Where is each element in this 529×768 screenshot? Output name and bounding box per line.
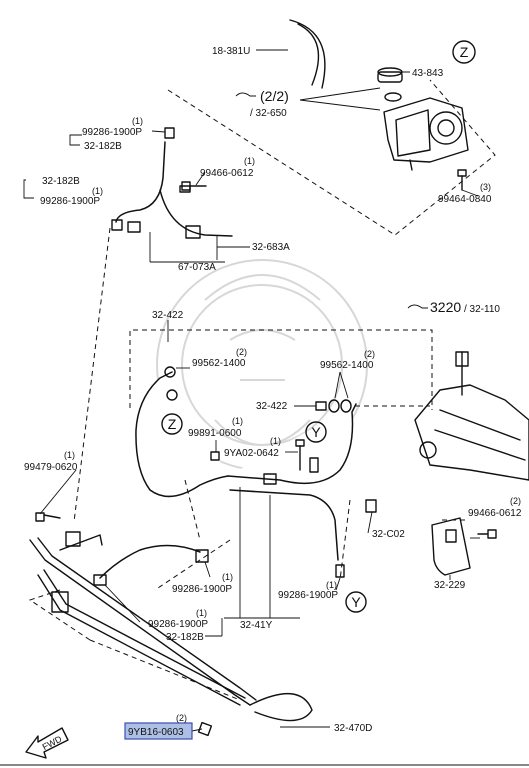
label-pump-bolt-qty: (3) [480, 182, 491, 192]
label-clamp-073a: 67-073A [178, 262, 216, 273]
pump-group-box [167, 79, 496, 236]
pump-belt [289, 19, 326, 89]
label-bolt-top-qty: (1) [244, 156, 255, 166]
pump-bolt [457, 169, 467, 191]
label-bolt-right-qty: (2) [510, 496, 521, 506]
steering-gear [414, 351, 529, 481]
label-clip-top: 99286-1900P [82, 127, 142, 138]
label-belt: 18-381U [212, 46, 250, 57]
label-washer-left: 99562-1400 [192, 358, 246, 369]
return-hose-upper [111, 127, 233, 239]
label-clip-top-ref: 32-182B [84, 141, 122, 152]
power-steering-pump [383, 97, 469, 171]
label-pump-ref: (2/2) [260, 88, 289, 104]
fwd-text: FWD [41, 733, 64, 752]
leader-lines [39, 49, 480, 732]
label-pipe-470d: 32-470D [334, 723, 372, 734]
marker-y-upper: Y [305, 421, 327, 443]
label-bolt-highlight-qty: (2) [176, 713, 187, 723]
label-clip-right: 99286-1900P [278, 590, 338, 601]
label-washer-right-qty: (2) [364, 349, 375, 359]
return-hose-main [227, 403, 357, 561]
pipe-bolt [197, 721, 213, 737]
label-nut-0600: 99891-0600 [188, 428, 242, 439]
reservoir-cap [377, 67, 403, 102]
label-bolt-0620: 99479-0620 [24, 462, 78, 473]
label-pump-bolt: 99464-0840 [438, 194, 492, 205]
label-fitting-422-top: 32-422 [152, 310, 184, 321]
label-clip-mid: 99286-1900P [172, 584, 232, 595]
highlight-box [124, 722, 193, 740]
label-bolt-highlight[interactable]: 9YB16-0603 [128, 727, 184, 738]
label-pump-ref-sub: / 32-650 [250, 108, 287, 119]
marker-z-mid-text: Z [168, 416, 177, 432]
label-clip-c02: 32-C02 [372, 529, 405, 540]
marker-y-lower-text: Y [351, 594, 361, 610]
assembly-dashed-lines [28, 227, 465, 701]
marker-y-lower: Y [345, 591, 367, 613]
fwd-arrow: FWD [25, 727, 69, 759]
label-hose-683a: 32-683A [252, 242, 290, 253]
label-gear-ref-sub: / 32-110 [464, 304, 500, 315]
gear-bracket [431, 517, 471, 576]
marker-z-top: Z [452, 40, 476, 64]
label-gear-ref-num: 3220 [430, 299, 461, 315]
label-bolt-0620-qty: (1) [64, 450, 75, 460]
label-cap: 43-843 [412, 68, 444, 79]
label-clip-mid-qty: (1) [222, 572, 233, 582]
label-pipe-41y: 32-41Y [240, 620, 273, 631]
pipe-assembly [29, 514, 313, 722]
label-ref-182b-bottom: 32-182B [166, 632, 204, 643]
pressure-hose [135, 366, 229, 498]
label-clip-left: 99286-1900P [40, 196, 100, 207]
label-clip-bottom: 99286-1900P [148, 619, 208, 630]
label-washer-left-qty: (2) [236, 347, 247, 357]
label-bolt-top: 99466-0612 [200, 168, 254, 179]
label-washer-right: 99562-1400 [320, 360, 374, 371]
marker-z-mid: Z [161, 413, 183, 435]
label-clip-bottom-qty: (1) [196, 608, 207, 618]
label-clip-top-qty: (1) [132, 116, 143, 126]
label-ref-182b-left: 32-182B [42, 176, 80, 187]
label-clip-left-qty: (1) [92, 186, 103, 196]
label-bracket-229: 32-229 [434, 580, 466, 591]
highlighted-part[interactable]: 9YB16-0603 [124, 722, 193, 740]
marker-z-top-text: Z [460, 44, 469, 60]
label-bolt-9ya02-qty: (1) [270, 436, 281, 446]
label-clip-right-qty: (1) [326, 580, 337, 590]
label-bolt-9ya02: 9YA02-0642 [224, 448, 279, 459]
marker-y-upper-text: Y [311, 424, 321, 440]
label-bolt-right: 99466-0612 [468, 508, 522, 519]
ref-arrows [23, 92, 428, 309]
lower-hose [93, 544, 345, 586]
label-nut-0600-qty: (1) [232, 416, 243, 426]
label-fitting-422-right: 32-422 [256, 401, 288, 412]
